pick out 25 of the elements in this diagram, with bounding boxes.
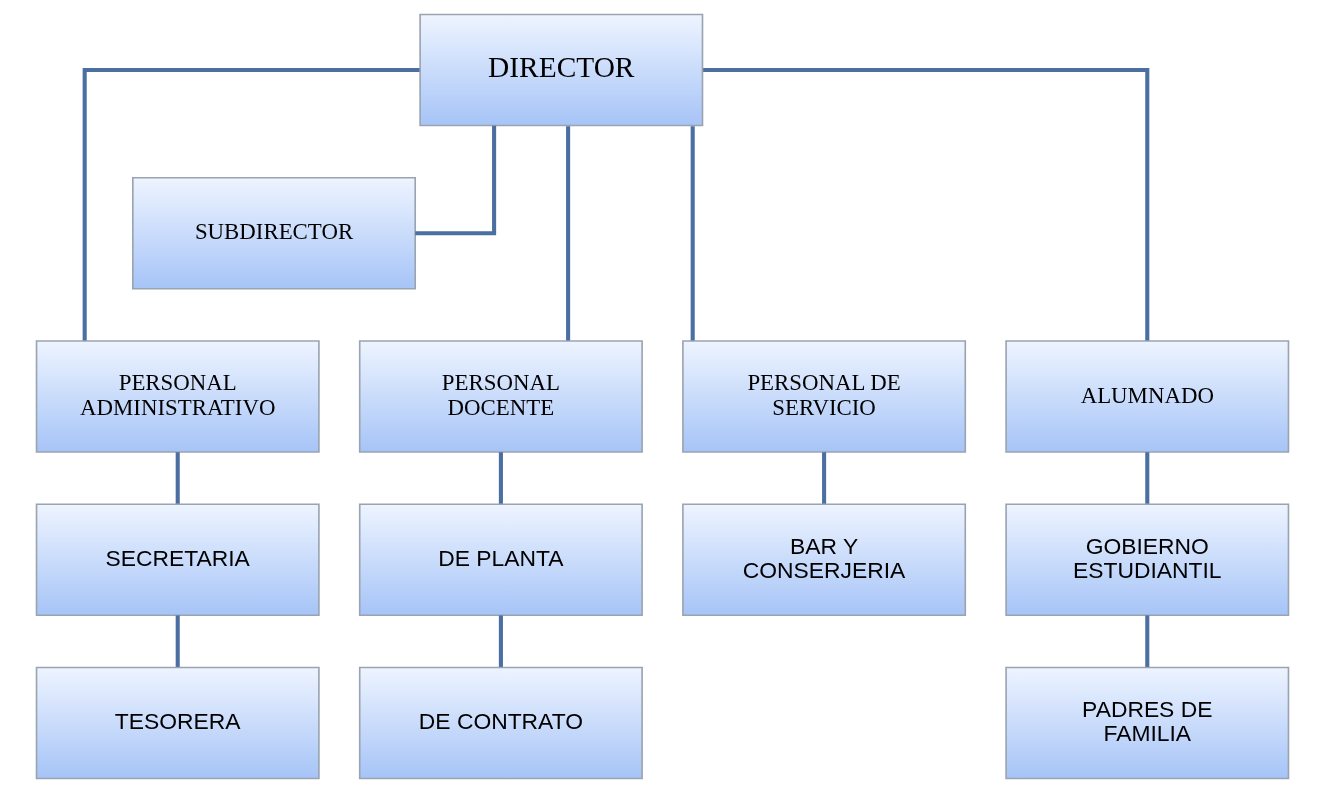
node-box: PERSONAL DOCENTE [358, 340, 643, 453]
connector [566, 126, 571, 341]
connector [498, 615, 503, 667]
node-box: DIRECTOR [419, 13, 704, 127]
node-box: PADRES DE FAMILIA [1005, 666, 1290, 780]
node-box: PERSONAL DE SERVICIO [682, 340, 967, 453]
connector [82, 68, 420, 341]
connector [498, 452, 503, 504]
node-box: TESORERA [35, 666, 320, 780]
connector [703, 68, 1150, 341]
connector [822, 452, 827, 504]
connector [690, 126, 695, 341]
node-box: SECRETARIA [35, 503, 320, 617]
node-box: SUBDIRECTOR [132, 176, 417, 290]
node-box: ALUMNADO [1005, 340, 1290, 453]
connector [175, 452, 180, 504]
connector [1145, 615, 1150, 667]
connector [1145, 452, 1150, 504]
node-box: GOBIERNO ESTUDIANTIL [1005, 503, 1290, 617]
connector [415, 125, 497, 236]
node-box: PERSONAL ADMINISTRATIVO [35, 340, 320, 453]
node-box: DE PLANTA [358, 503, 643, 617]
node-box: DE CONTRATO [358, 666, 643, 780]
node-box: BAR Y CONSERJERIA [682, 503, 967, 617]
connector [175, 615, 180, 667]
